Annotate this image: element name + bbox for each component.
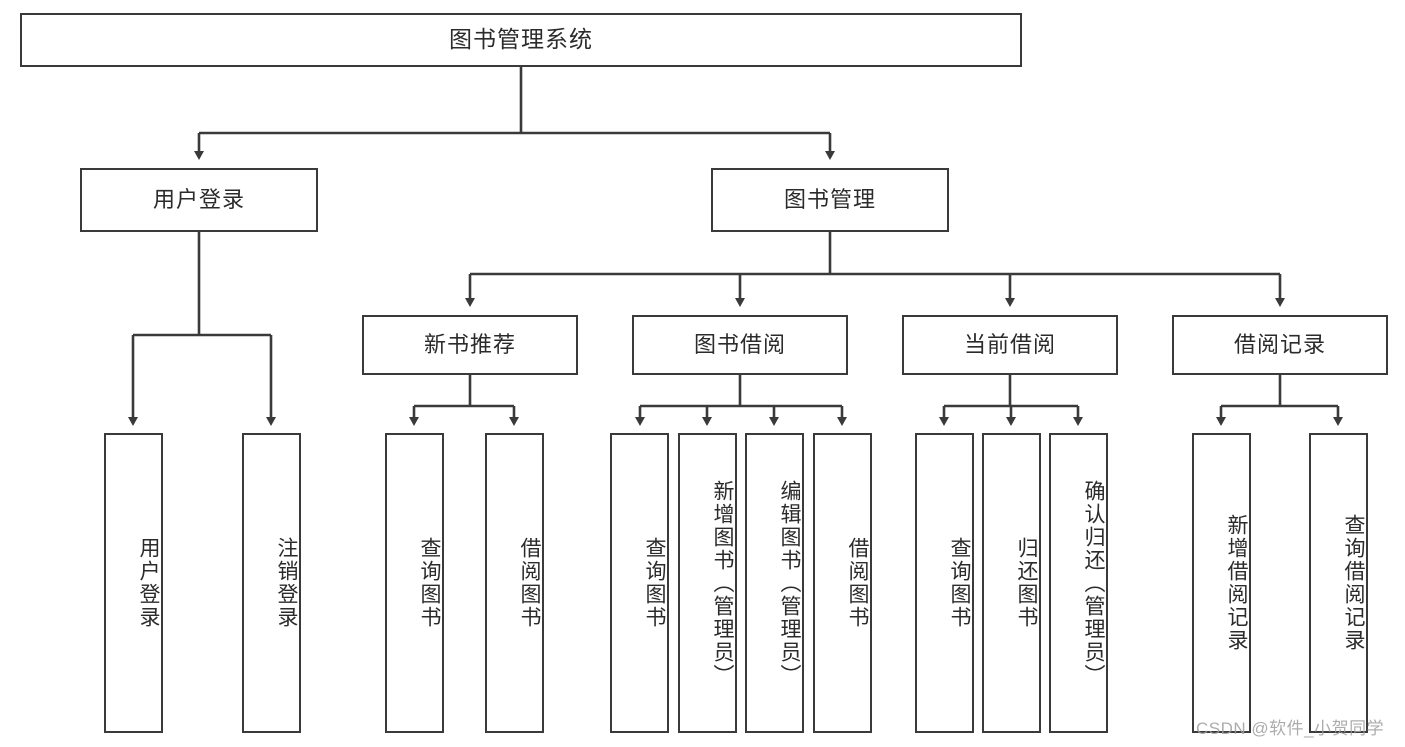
leaf-return-book[interactable]: 归还图书 <box>982 433 1041 733</box>
node-label: 注销登录 <box>275 537 298 629</box>
node-label: 新增借阅记录 <box>1225 514 1248 652</box>
node-label: 查询图书 <box>418 537 441 629</box>
leaf-user-login[interactable]: 用户登录 <box>104 433 163 733</box>
node-label: 归还图书 <box>1015 537 1038 629</box>
node-label: 图书借阅 <box>693 331 786 357</box>
node-book-management[interactable]: 图书管理 <box>711 168 949 232</box>
leaf-query-book-current[interactable]: 查询图书 <box>915 433 974 733</box>
leaf-borrow-book[interactable]: 借阅图书 <box>813 433 872 733</box>
node-label: 借阅图书 <box>846 537 869 629</box>
node-book-borrow[interactable]: 图书借阅 <box>632 315 848 375</box>
node-label: 借阅图书 <box>518 537 541 629</box>
leaf-logout[interactable]: 注销登录 <box>242 433 301 733</box>
leaf-add-book-admin[interactable]: 新增图书（管理员） <box>678 433 737 733</box>
node-label: 新书推荐 <box>423 331 516 357</box>
leaf-confirm-return-admin[interactable]: 确认归还（管理员） <box>1049 433 1108 733</box>
node-label: 用户登录 <box>137 537 160 629</box>
leaf-query-book-recommend[interactable]: 查询图书 <box>385 433 444 733</box>
node-label: 图书管理系统 <box>449 26 593 53</box>
leaf-query-borrow-record[interactable]: 查询借阅记录 <box>1309 433 1368 733</box>
node-label: 查询图书 <box>643 537 666 629</box>
node-current-borrow[interactable]: 当前借阅 <box>902 315 1118 375</box>
leaf-add-borrow-record[interactable]: 新增借阅记录 <box>1192 433 1251 733</box>
leaf-query-book-borrow[interactable]: 查询图书 <box>610 433 669 733</box>
node-label: 用户登录 <box>152 186 245 212</box>
watermark: CSDN @软件_小贺同学 <box>1196 719 1385 738</box>
node-label: 查询图书 <box>948 537 971 629</box>
node-label: 当前借阅 <box>963 331 1056 357</box>
node-label: 确认归还（管理员） <box>1082 479 1105 687</box>
node-borrow-records[interactable]: 借阅记录 <box>1172 315 1388 375</box>
node-label: 新增图书（管理员） <box>711 479 734 687</box>
leaf-edit-book-admin[interactable]: 编辑图书（管理员） <box>745 433 804 733</box>
node-label: 查询借阅记录 <box>1342 514 1365 652</box>
node-root-book-management-system[interactable]: 图书管理系统 <box>20 13 1022 67</box>
node-label: 图书管理 <box>783 186 876 212</box>
node-label: 借阅记录 <box>1233 331 1326 357</box>
node-user-login[interactable]: 用户登录 <box>80 168 318 232</box>
leaf-borrow-book-recommend[interactable]: 借阅图书 <box>485 433 544 733</box>
node-new-book-recommend[interactable]: 新书推荐 <box>362 315 578 375</box>
node-label: 编辑图书（管理员） <box>778 479 801 687</box>
